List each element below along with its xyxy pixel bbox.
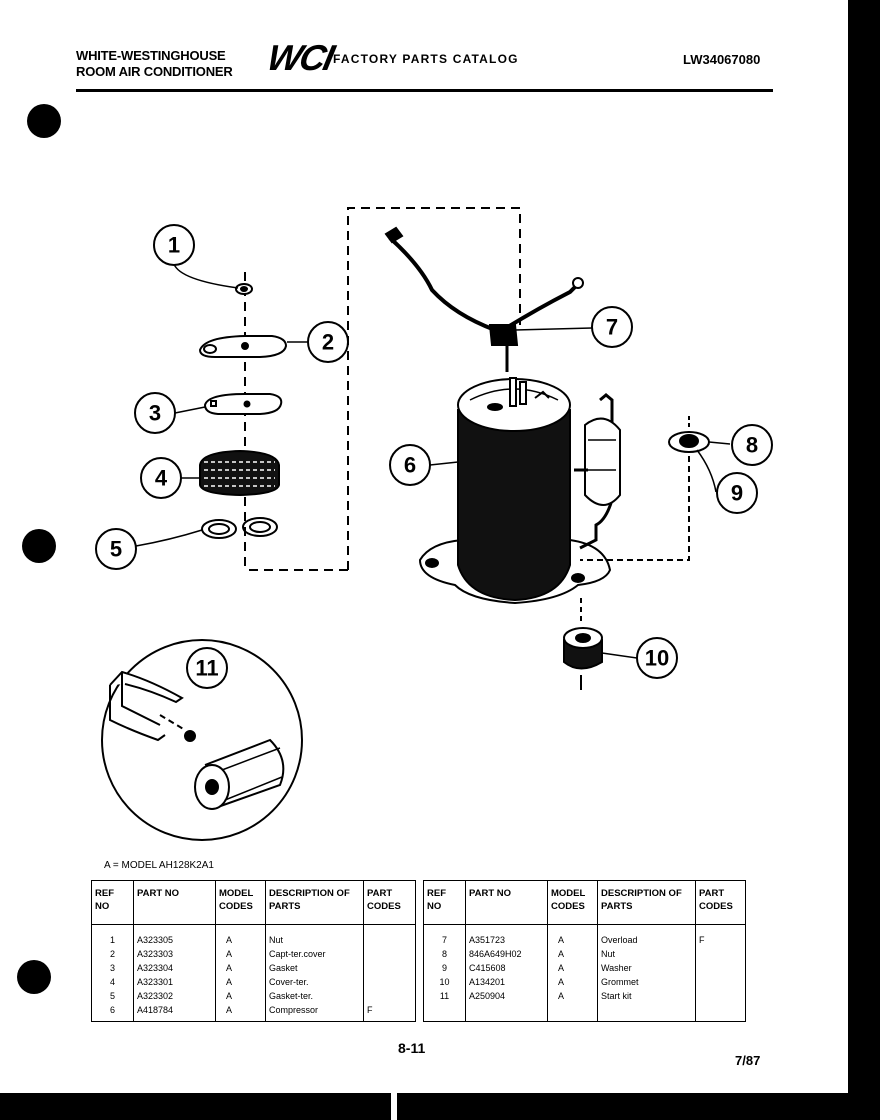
exploded-parts-diagram: 1 2 3 4 5 6 7 8 9 10 11: [95, 207, 773, 841]
table-header-row: REF NO PART NO MODEL CODES DESCRIPTION O…: [91, 880, 746, 925]
col-part-codes: PART CODES: [363, 880, 416, 925]
compressor-part: [418, 377, 621, 605]
brand-line-2: ROOM AIR CONDITIONER: [76, 64, 233, 79]
header-rule: [76, 89, 773, 92]
callout-label: 6: [404, 453, 416, 478]
callout-label: 4: [155, 466, 168, 491]
start-kit-inset: [101, 639, 303, 841]
gasket-part: [203, 393, 283, 415]
model-code: LW34067080: [683, 52, 761, 67]
cover-housing-part: [199, 449, 280, 497]
callout-label: 2: [322, 330, 334, 355]
model-note: A = MODEL AH128K2A1: [104, 860, 214, 871]
catalog-date: 7/87: [735, 1053, 761, 1068]
assembly-dashed-bracket: [244, 207, 521, 571]
page-edge-gap: [391, 1093, 397, 1120]
codes-cell-right: F: [695, 924, 746, 1022]
callout-leaders: [135, 263, 731, 659]
grommet-part: [563, 598, 603, 690]
table-divider: [415, 880, 424, 925]
punch-hole-bottom: [17, 960, 51, 994]
callout-label: 3: [149, 401, 161, 426]
brand-line-1: WHITE-WESTINGHOUSE: [76, 48, 226, 63]
callout-label: 7: [606, 315, 618, 340]
col-part-no: PART NO: [465, 880, 548, 925]
punch-hole-middle: [22, 529, 56, 563]
callout-label: 1: [168, 233, 180, 258]
col-ref-no: REF NO: [423, 880, 466, 925]
codes-cell-left: F: [363, 924, 416, 1022]
col-model-codes: MODEL CODES: [547, 880, 598, 925]
callout-label: 9: [731, 481, 743, 506]
punch-hole-top: [27, 104, 61, 138]
brand-block: WHITE-WESTINGHOUSE ROOM AIR CONDITIONER: [76, 48, 233, 80]
callout-label: 8: [746, 433, 758, 458]
callout-label: 5: [110, 537, 122, 562]
catalog-title: FACTORY PARTS CATALOG: [333, 52, 519, 66]
callout-label: 11: [195, 656, 218, 681]
col-description: DESCRIPTION OF PARTS: [265, 880, 364, 925]
parts-table: REF NO PART NO MODEL CODES DESCRIPTION O…: [91, 880, 746, 1022]
callout-bubbles: [95, 224, 773, 689]
col-ref-no: REF NO: [91, 880, 134, 925]
nut-part: [235, 283, 253, 295]
col-description: DESCRIPTION OF PARTS: [597, 880, 696, 925]
col-part-codes: PART CODES: [695, 880, 746, 925]
terminal-gasket-part: [201, 517, 278, 539]
col-part-no: PART NO: [133, 880, 216, 925]
table-divider: [415, 924, 424, 1022]
terminal-cover-part: [198, 335, 288, 358]
callout-label: 10: [645, 646, 669, 671]
nut-washer-part: [580, 416, 710, 561]
page-number: 8-11: [398, 1040, 426, 1056]
col-model-codes: MODEL CODES: [215, 880, 266, 925]
overload-part: [384, 226, 584, 372]
